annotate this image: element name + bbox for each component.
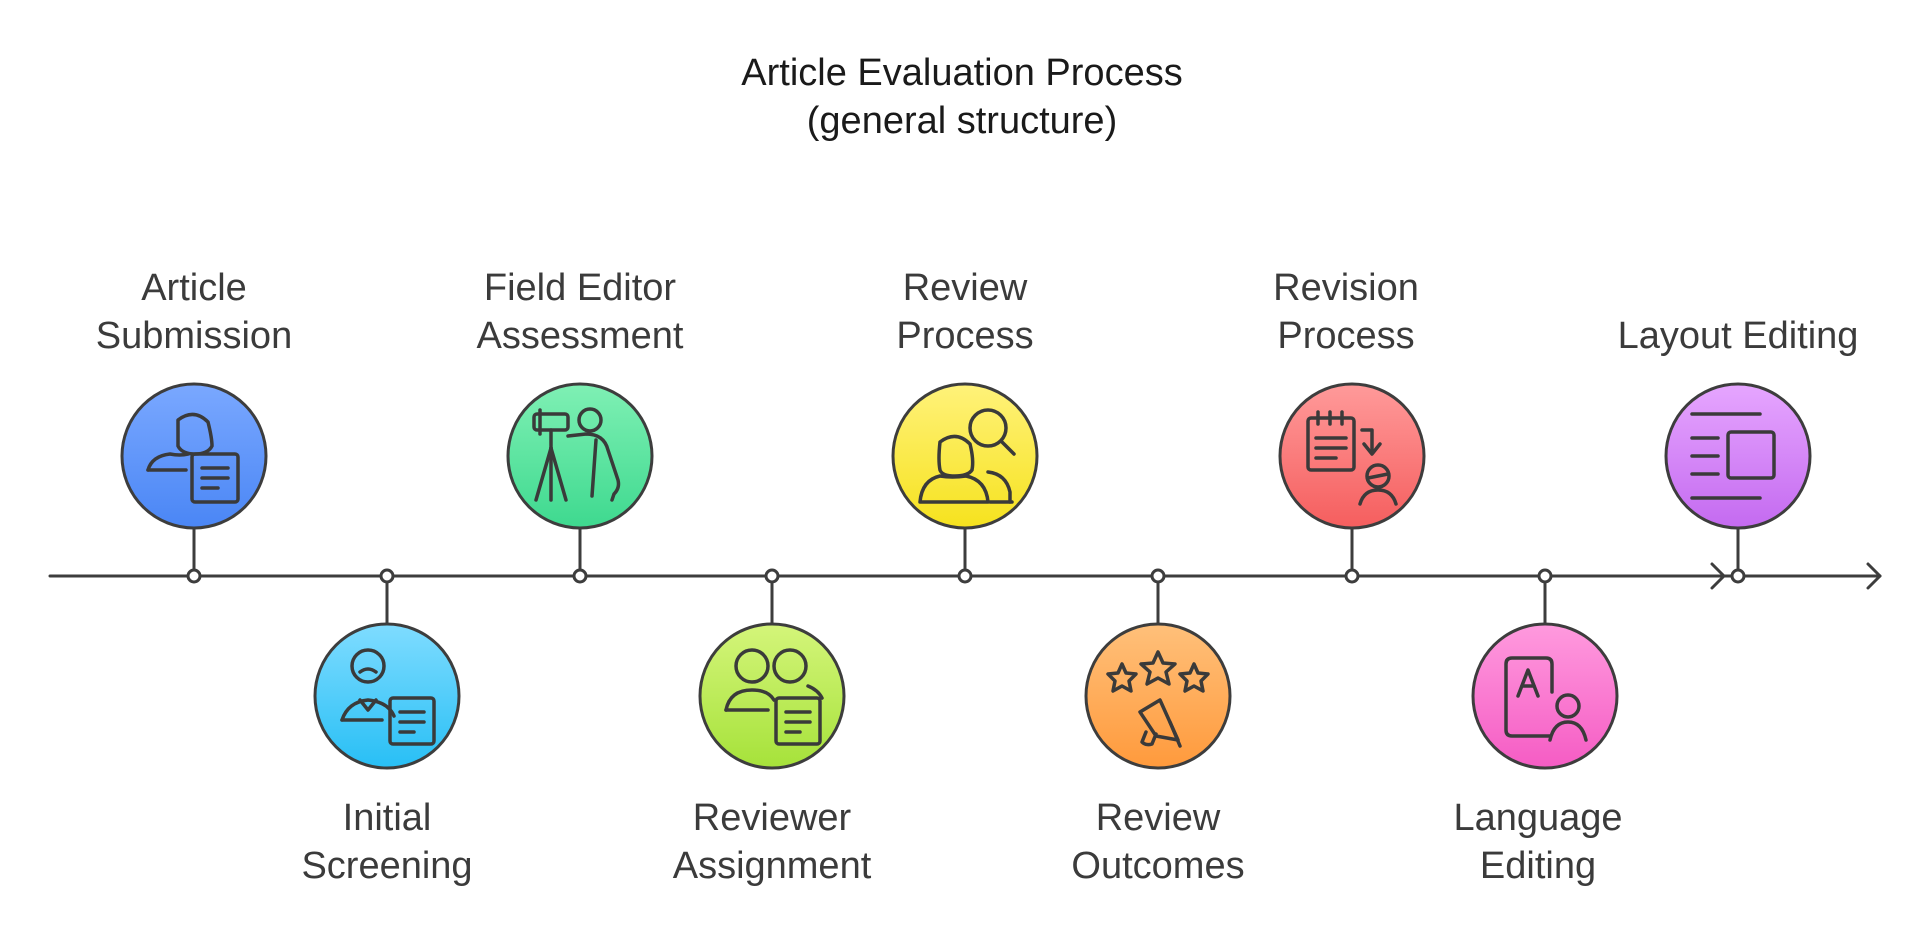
step-review-process: Review Process xyxy=(891,267,1039,584)
step-circle xyxy=(1471,622,1619,770)
diagram-title-line-1: Article Evaluation Process xyxy=(741,52,1182,94)
step-layout-editing: Layout Editing xyxy=(1618,315,1859,584)
step-label-line-2: Assignment xyxy=(673,845,872,887)
step-label-line-1: Review xyxy=(1096,797,1221,839)
people-magnifier-icon xyxy=(918,408,1016,504)
notepad-arrow-person-icon xyxy=(1306,410,1398,506)
step-label-line-2: Assessment xyxy=(477,315,684,357)
step-label-line-2: Editing xyxy=(1480,845,1596,887)
step-reviewer-assignment: Reviewer Assignment xyxy=(673,568,872,887)
step-label-line-2: Process xyxy=(896,315,1033,357)
step-label-line-1: Initial xyxy=(343,797,432,839)
step-article-submission: Article Submission xyxy=(96,267,292,584)
layout-lines-icon xyxy=(1690,412,1776,500)
timeline-joint xyxy=(1150,568,1166,584)
timeline-joint xyxy=(186,568,202,584)
step-label-line-1: Field Editor xyxy=(484,267,677,309)
stars-megaphone-icon xyxy=(1106,650,1210,748)
step-label-line-2: Submission xyxy=(96,315,292,357)
step-circle xyxy=(1084,622,1232,770)
step-circle xyxy=(1664,382,1812,530)
timeline-joint xyxy=(957,568,973,584)
user-document-icon xyxy=(340,648,436,746)
step-label-line-1: Review xyxy=(903,267,1028,309)
timeline-joint xyxy=(1537,568,1553,584)
timeline-joint xyxy=(572,568,588,584)
timeline-joint xyxy=(379,568,395,584)
two-people-document-icon xyxy=(724,648,824,746)
timeline-joint xyxy=(764,568,780,584)
timeline-joint xyxy=(1730,568,1746,584)
timeline-joint xyxy=(1344,568,1360,584)
step-review-outcomes: Review Outcomes xyxy=(1071,568,1245,887)
person-document-icon xyxy=(146,412,240,504)
step-circle xyxy=(313,622,461,770)
step-circle xyxy=(891,382,1039,530)
step-initial-screening: Initial Screening xyxy=(301,568,473,887)
step-label-line-2: Outcomes xyxy=(1071,845,1244,887)
letter-a-person-icon xyxy=(1504,656,1588,742)
step-revision-process: Revision Process xyxy=(1273,267,1426,584)
step-label-line-1: Article xyxy=(141,267,247,309)
step-label-line-2: Screening xyxy=(301,845,472,887)
step-language-editing: Language Editing xyxy=(1453,568,1623,887)
person-telescope-icon xyxy=(532,407,621,502)
step-label-line-1: Language xyxy=(1453,797,1622,839)
diagram-title-line-2: (general structure) xyxy=(807,100,1117,142)
step-label-line-2: Layout Editing xyxy=(1618,315,1859,357)
step-label-line-2: Process xyxy=(1277,315,1414,357)
step-circle xyxy=(1278,382,1426,530)
step-label-line-1: Reviewer xyxy=(693,797,852,839)
step-label-line-1: Revision xyxy=(1273,267,1419,309)
step-field-editor-assessment: Field Editor Assessment xyxy=(477,267,684,584)
step-circle xyxy=(506,382,654,530)
